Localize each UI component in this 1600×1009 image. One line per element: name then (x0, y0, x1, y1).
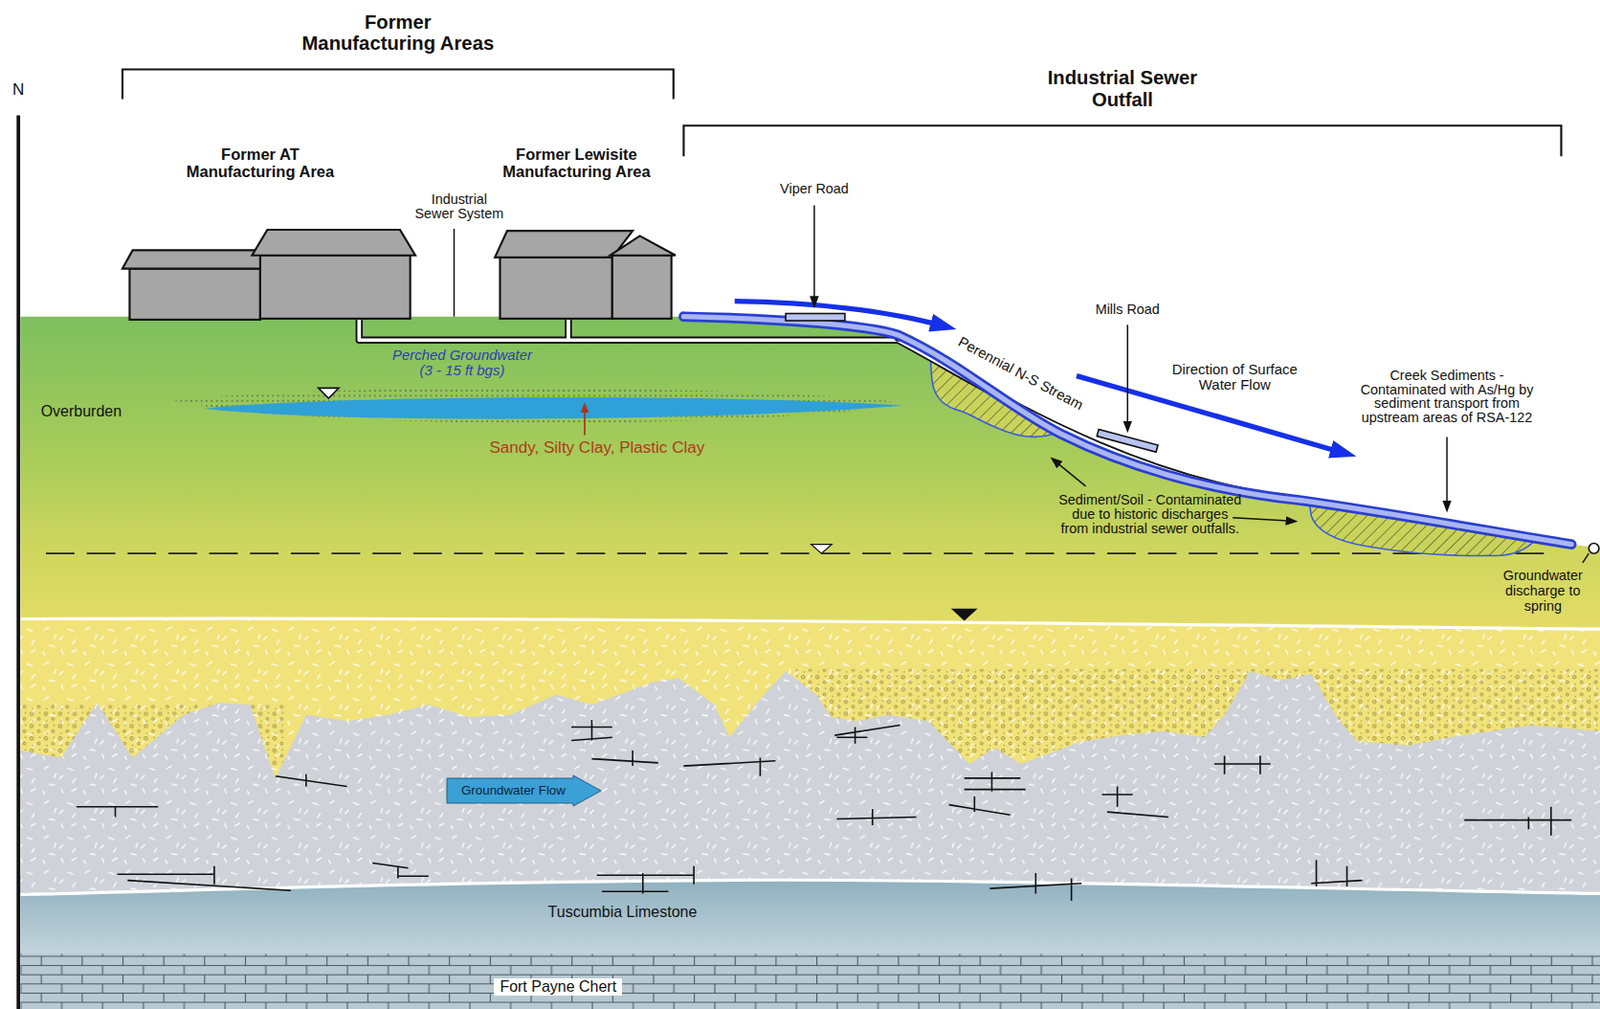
scene-part (129, 268, 260, 320)
scene-part (1127, 324, 1129, 423)
fracture-symbols (76, 719, 1572, 901)
road-label: Viper Road (779, 181, 849, 198)
surface-flow-arrow (734, 301, 935, 324)
road-crossing (785, 313, 845, 321)
pointer-arrow (583, 410, 586, 436)
scene-part (612, 255, 672, 319)
perched-groundwater (203, 397, 903, 420)
scene-part (251, 229, 416, 256)
bracket (683, 125, 1561, 156)
weathered-bedrock (20, 670, 1600, 895)
flow-label: Groundwater Flow (445, 774, 602, 799)
scene-part (500, 257, 613, 319)
scene-part (1232, 517, 1289, 521)
road-crossing (1096, 428, 1158, 452)
stream (683, 316, 1572, 545)
scene-part (610, 235, 676, 255)
stream-label: Perennial N-S Stream (955, 333, 1086, 414)
layer-label: Fort Payne Chert (493, 977, 623, 996)
groundwater-label: Perched Groundwater (3 - 15 ft bgs) (388, 347, 537, 379)
section-heading: Former Manufacturing Areas (298, 11, 498, 55)
water-table-line (45, 552, 1556, 555)
layer-label: Overburden (41, 402, 122, 421)
water-table-symbol (811, 544, 832, 555)
contact-line (20, 618, 1600, 629)
callout-text: Sediment/Soil - Contaminated due to hist… (1058, 492, 1243, 535)
area-label: Former Lewisite Manufacturing Area (500, 146, 654, 181)
scene-part (453, 228, 455, 317)
section-heading: Industrial Sewer Outfall (1038, 66, 1207, 111)
north-label: N (12, 81, 24, 100)
buildings (122, 229, 676, 320)
scene-part (1058, 463, 1087, 486)
chert-layer (20, 951, 1600, 1009)
bracket (122, 69, 674, 100)
north-line (16, 115, 21, 1009)
scene-part (1445, 437, 1447, 503)
overburden-layer (20, 316, 1600, 629)
area-label: Former AT Manufacturing Area (183, 146, 337, 181)
road-label: Mills Road (1095, 302, 1160, 318)
layer-label: Tuscumbia Limestone (548, 903, 698, 921)
scene-part (122, 249, 267, 268)
scene-part (260, 255, 411, 319)
leader-lines (454, 204, 1590, 562)
contact-line (20, 879, 1600, 894)
flow-label: Direction of Surface Water Flow (1167, 361, 1303, 394)
feature-label: Industrial Sewer System (412, 192, 507, 223)
stream (683, 316, 1572, 545)
callout-text: Groundwater discharge to spring (1491, 568, 1595, 615)
water-table-symbol (318, 387, 339, 399)
scene-part (813, 204, 815, 298)
soil-label: Sandy, Silty Clay, Plastic Clay (488, 439, 705, 458)
flow-arrow-shape (446, 775, 601, 806)
spring-symbol (1588, 543, 1600, 555)
perched-lens-sand (173, 388, 909, 423)
water-table-symbol (951, 608, 978, 622)
scene-part (1582, 553, 1589, 563)
callout-text: Creek Sediments - Contaminated with As/H… (1347, 368, 1547, 425)
flow-arrow-box: Groundwater Flow (445, 774, 602, 807)
